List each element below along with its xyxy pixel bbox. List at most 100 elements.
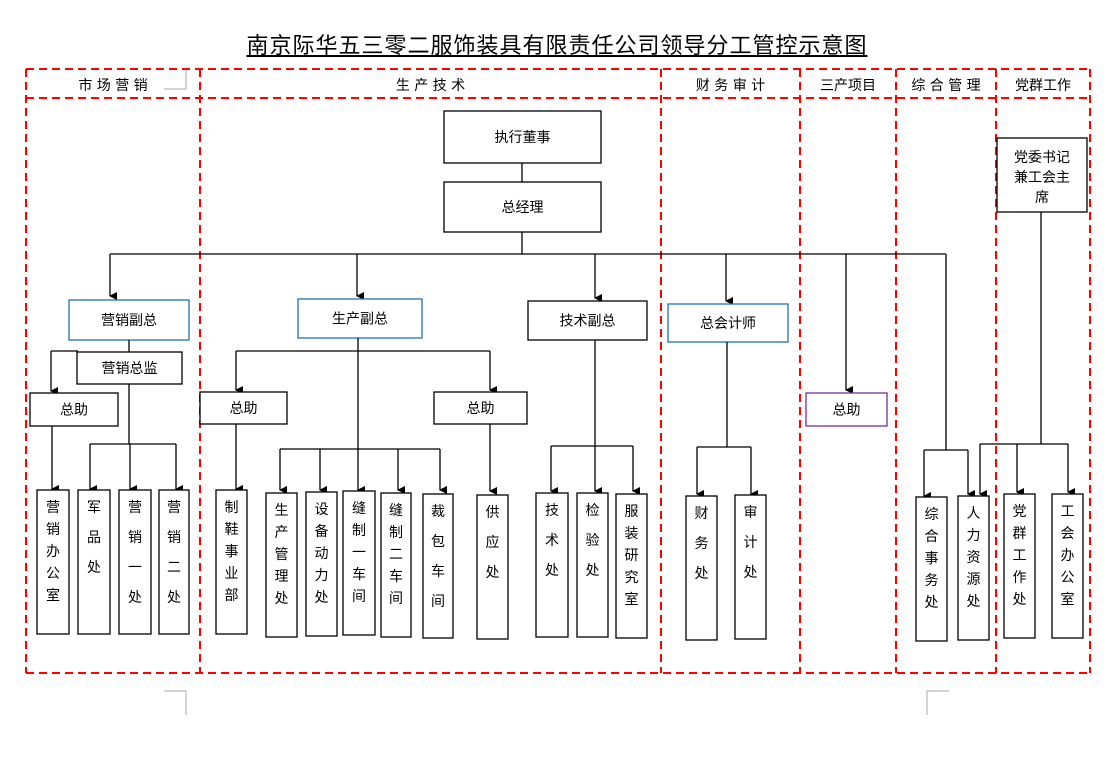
node-assistant-market-label: 总助 [60, 403, 88, 419]
dept-d19-char: 党 [1013, 504, 1027, 520]
dept-d1-char: 销 [46, 522, 60, 538]
dept-d19-char: 工 [1013, 548, 1027, 564]
dept-d6-char: 理 [275, 569, 289, 585]
dept-d7-char: 备 [315, 523, 329, 540]
dept-d6-frame [265, 492, 298, 638]
dept-d2-char: 处 [87, 560, 101, 576]
column-header-market: 市 场 营 销 [78, 77, 147, 94]
column-header-third: 三产项目 [820, 78, 876, 94]
node-marketing-director-frame [76, 351, 183, 385]
dept-d18-char: 处 [967, 594, 981, 610]
node-marketing-director-label: 营销总监 [102, 361, 158, 377]
dept-d13: 检验处 [576, 492, 609, 638]
dept-d20-char: 公 [1061, 570, 1075, 586]
node-assistant-third-label: 总助 [833, 403, 861, 419]
node-vp-tech-label: 技术副总 [560, 314, 616, 330]
dept-d9-frame [380, 492, 412, 638]
node-vp-production-frame [297, 298, 423, 339]
dept-d17-frame [915, 496, 948, 642]
column-header-admin: 综 合 管 理 [911, 78, 980, 94]
dept-d14-char: 室 [625, 591, 639, 608]
dept-d3-frame [118, 489, 152, 635]
node-assistant-prod-right: 总助 [433, 391, 528, 425]
dept-d6-char: 处 [275, 591, 289, 607]
dept-d8-char: 一 [352, 545, 366, 561]
dept-d5-char: 鞋 [225, 522, 239, 538]
dept-d10-char: 包 [431, 534, 445, 550]
node-vp-tech-frame [527, 300, 648, 341]
dept-d18-char: 源 [967, 572, 981, 588]
node-chairman: 执行董事 [443, 110, 602, 164]
dept-d15: 财务处 [685, 495, 718, 641]
dept-d16-frame [734, 494, 767, 640]
dept-d11-frame [476, 494, 509, 640]
node-assistant-prod-right-label: 总助 [467, 401, 495, 417]
node-party-secretary-label-line: 党委书记 [1014, 150, 1070, 166]
node-party-secretary-frame [996, 137, 1088, 213]
dept-d18-char: 人 [967, 506, 981, 522]
crop-mark-left [164, 690, 187, 715]
node-assistant-market-frame [29, 392, 119, 427]
dept-d4-char: 处 [167, 590, 181, 606]
dept-d7-char: 处 [315, 590, 329, 606]
dept-d12-char: 处 [545, 563, 559, 579]
dept-d13-char: 处 [586, 563, 600, 579]
column-header-production: 生 产 技 术 [396, 78, 465, 94]
dept-d16: 审计处 [734, 494, 767, 640]
dept-d14-char: 研 [625, 548, 639, 564]
dept-d15-char: 务 [695, 536, 709, 552]
dept-d12-frame [535, 492, 569, 638]
dept-d18-char: 资 [967, 550, 981, 566]
dept-d9-char: 二 [389, 547, 403, 563]
dept-d7-char: 设 [315, 502, 329, 518]
dept-d1-char: 办 [46, 544, 60, 560]
crop-mark-top-left [164, 70, 187, 90]
dept-d12-char: 技 [545, 503, 559, 519]
dept-d19-frame [1003, 493, 1036, 639]
column-header-finance: 财 务 审 计 [696, 78, 765, 94]
dept-d15-frame [685, 495, 718, 641]
dept-d20-char: 办 [1061, 548, 1075, 564]
dept-d11-char: 处 [486, 565, 500, 581]
dept-d7-frame [305, 491, 338, 637]
node-assistant-prod-left-frame [199, 391, 288, 425]
dept-d19-char: 作 [1013, 570, 1027, 586]
dept-d14-char: 服 [625, 504, 639, 520]
node-vp-production-label: 生产副总 [332, 312, 388, 328]
dept-d2: 军品处 [77, 489, 111, 635]
dept-d12-char: 术 [545, 533, 559, 549]
dept-d14-frame [615, 493, 648, 639]
node-assistant-third-frame [805, 392, 888, 427]
dept-d5-char: 制 [225, 500, 239, 516]
dept-d2-char: 品 [87, 530, 101, 546]
dept-d4-char: 二 [167, 560, 181, 576]
node-vp-marketing: 营销副总 [68, 299, 190, 341]
node-chief-accountant: 总会计师 [667, 303, 789, 343]
dept-d8-char: 间 [352, 589, 366, 605]
dept-d16-char: 处 [744, 565, 758, 581]
dept-d11-char: 应 [486, 534, 500, 551]
dept-d9-char: 车 [389, 568, 403, 585]
dept-d6-char: 产 [275, 525, 289, 541]
dept-d8-char: 缝 [352, 501, 366, 517]
node-vp-production: 生产副总 [297, 298, 423, 339]
dept-d3-char: 营 [128, 500, 142, 516]
node-vp-tech: 技术副总 [527, 300, 648, 341]
dept-d3-char: 销 [128, 530, 142, 546]
dept-d1-char: 营 [46, 500, 60, 516]
dept-d10-char: 车 [431, 563, 445, 580]
dept-d20-frame [1051, 493, 1084, 639]
dept-d17-char: 事 [925, 551, 939, 567]
